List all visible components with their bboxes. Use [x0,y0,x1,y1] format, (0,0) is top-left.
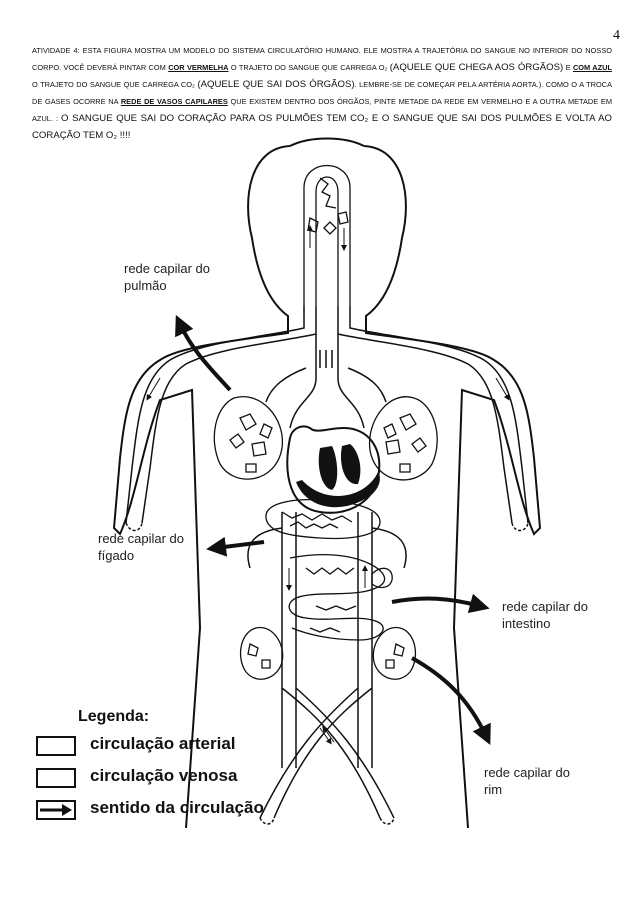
activity-instructions: ATIVIDADE 4: ESTA FIGURA MOSTRA UM MODEL… [32,42,612,144]
pulmao-pointer-arrow [175,314,232,392]
label-intestino-line1: rede capilar do [502,599,588,614]
intro-part-6: (AQUELE QUE SAI DOS ÓRGÃOS) [197,79,355,90]
label-rede-capilar-figado: rede capilar do fígado [98,530,184,564]
legend-row-sentido: sentido da circulação [36,798,356,824]
intro-part-5: O TRAJETO DO SANGUE QUE CARREGA CO₂ [32,80,198,89]
legend-sentido-label: sentido da circulação [90,798,264,817]
intro-part-8: QUE EXISTEM DENTRO DOS ÓRGÃOS, PINTE MET… [32,97,612,123]
neck-vessels [125,306,529,532]
intro-part-3: (AQUELE QUE CHEGA AOS ÓRGÃOS) [389,62,564,73]
direction-swatch [36,800,76,820]
heart [286,425,381,514]
legend: Legenda: circulação arterial circulação … [36,708,356,828]
intro-part-1: ATIVIDADE 4: ESTA FIGURA MOSTRA UM MODEL… [32,46,612,72]
rim-pointer-arrow [411,656,491,746]
label-rede-capilar-intestino: rede capilar do intestino [502,598,588,632]
intestine-capillary-network [288,553,393,641]
page-number: 4 [613,28,620,43]
figado-pointer-arrow [206,536,265,557]
intro-part-4: E [563,63,573,72]
label-rim-line2: rim [484,782,503,797]
label-rede-capilar-pulmao: rede capilar do pulmão [124,260,210,294]
label-rim-line1: rede capilar do [484,765,570,780]
label-pointer-arrows [175,314,491,746]
rede-vasos-capilares-text: REDE DE VASOS CAPILARES [120,97,228,106]
central-vessels [247,334,407,768]
intro-part-2: O TRAJETO DO SANGUE QUE CARREGA O₂ [228,63,390,72]
leg-vessels [259,687,395,825]
lung-capillary-network [213,395,438,481]
label-figado-line1: rede capilar do [98,531,184,546]
intro-part-9: O SANGUE QUE SAI DO CORAÇÃO PARA OS PULM… [32,113,613,141]
body-outline [112,137,542,828]
intro-part-7: . LEMBRE-SE DE COMEÇAR PELA ARTÉRIA AORT… [32,80,613,106]
label-rede-capilar-rim: rede capilar do rim [484,764,570,798]
intestino-pointer-arrow [391,593,490,614]
legend-row-arterial: circulação arterial [36,734,356,760]
circulatory-system-figure: rede capilar do pulmão rede capilar do f… [20,128,620,828]
legend-arterial-label: circulação arterial [90,734,236,753]
label-figado-line2: fígado [98,548,135,563]
label-pulmao-line2: pulmão [124,278,167,293]
label-intestino-line2: intestino [502,616,551,631]
arrow-right-icon [40,804,72,816]
flow-arrows [146,225,510,745]
legend-title: Legenda: [78,708,150,725]
liver-capillary-network [265,498,381,540]
kidney-capillary-network [239,626,417,680]
legend-venosa-label: circulação venosa [90,766,238,785]
arterial-swatch [36,736,76,756]
head-capillary-network [303,165,351,306]
com-azul-text: COM AZUL [572,63,612,72]
legend-row-venosa: circulação venosa [36,766,356,792]
circulatory-diagram [112,137,542,828]
cor-vermelha-text: COR VERMELHA [168,63,229,72]
venous-swatch [36,768,76,788]
label-pulmao-line1: rede capilar do [124,261,210,276]
